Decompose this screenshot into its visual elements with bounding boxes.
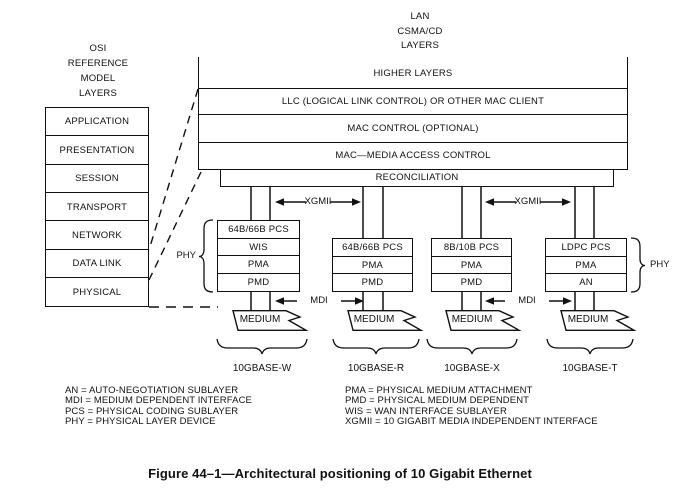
variant-label-10gbase-t: 10GBASE-T (562, 363, 618, 374)
osi-header-line: LAYERS (79, 88, 117, 99)
phy-label-left: PHY (176, 250, 196, 261)
phy-sublayer-cell: AN (545, 273, 627, 292)
phy-sublayer-cell: 64B/66B PCS (217, 220, 300, 239)
phy-stack-10gbase-r: 64B/66B PCS PMA PMD (332, 238, 413, 292)
osi-layer-cell: NETWORK (45, 220, 149, 251)
phy-stack-10gbase-x: 8B/10B PCS PMA PMD (431, 238, 512, 292)
phy-sublayer-cell: 8B/10B PCS (431, 238, 512, 257)
phy-sublayer-cell: WIS (217, 237, 300, 257)
legend-right-column: PMA = PHYSICAL MEDIUM ATTACHMENT PMD = P… (345, 385, 598, 427)
variant-braces (216, 338, 634, 355)
lan-header-line: CSMA/CD (397, 25, 443, 37)
osi-layer-cell: TRANSPORT (45, 192, 149, 222)
osi-layer-cell: SESSION (45, 163, 149, 194)
higher-layers-region: HIGHER LAYERS (198, 57, 628, 89)
phy-sublayer-cell: PMD (431, 273, 512, 292)
legend-entry: MDI = MEDIUM DEPENDENT INTERFACE (65, 395, 252, 407)
phy-sublayer-cell: 64B/66B PCS (332, 238, 413, 257)
medium-shapes (232, 310, 637, 331)
phy-sublayer-cell: PMA (431, 255, 512, 275)
osi-header-line: REFERENCE (67, 58, 129, 69)
mdi-label-left: MDI (310, 295, 328, 306)
legend-entry: XGMII = 10 GIGABIT MEDIA INDEPENDENT INT… (345, 415, 598, 427)
osi-layer-stack: APPLICATION PRESENTATION SESSION TRANSPO… (45, 107, 149, 308)
xgmii-connector-lines (250, 187, 595, 239)
osi-layer-cell: PRESENTATION (45, 135, 149, 166)
mac-box: MAC—MEDIA ACCESS CONTROL (198, 141, 628, 170)
figure-caption: Figure 44–1—Architectural positioning of… (148, 466, 532, 481)
legend-entry: PMD = PHYSICAL MEDIUM DEPENDENT (345, 395, 530, 407)
osi-layer-cell: DATA LINK (45, 248, 149, 279)
medium-label: MEDIUM (451, 314, 493, 325)
phy-stack-10gbase-w: 64B/66B PCS WIS PMA PMD (217, 220, 300, 292)
mdi-label-right: MDI (518, 295, 536, 306)
phy-sublayer-cell: PMA (332, 255, 413, 275)
reconciliation-box: RECONCILIATION (220, 168, 614, 187)
legend-left-column: AN = AUTO-NEGOTIATION SUBLAYER MDI = MED… (65, 385, 252, 427)
phy-sublayer-cell: LDPC PCS (545, 238, 627, 257)
mac-control-box: MAC CONTROL (OPTIONAL) (198, 113, 628, 143)
lan-header-line: LAYERS (401, 40, 439, 51)
variant-label-10gbase-w: 10GBASE-W (232, 363, 292, 374)
phy-stack-10gbase-t: LDPC PCS PMA AN (545, 238, 627, 292)
phy-sublayer-cell: PMA (217, 255, 300, 274)
osi-header-line: OSI (89, 43, 107, 54)
legend-entry: PMA = PHYSICAL MEDIUM ATTACHMENT (345, 385, 533, 396)
legend-entry: AN = AUTO-NEGOTIATION SUBLAYER (65, 385, 239, 396)
phy-sublayer-cell: PMA (545, 255, 627, 275)
arrowheads (275, 198, 572, 305)
phy-sublayer-cell: PMD (217, 272, 300, 292)
lan-csmacd-header: LAN CSMA/CD LAYERS (355, 10, 485, 54)
osi-header: OSI REFERENCE MODEL LAYERS (46, 41, 150, 101)
medium-label: MEDIUM (353, 314, 395, 325)
medium-label: MEDIUM (567, 314, 609, 325)
xgmii-label-right: XGMII (514, 196, 542, 207)
phy-braces (198, 219, 646, 293)
legend-entry: PCS = PHYSICAL CODING SUBLAYER (65, 405, 239, 417)
phy-label-right: PHY (650, 259, 670, 270)
xgmii-label-left: XGMII (304, 196, 332, 207)
osi-header-line: MODEL (80, 73, 116, 84)
lan-header-line: LAN (410, 11, 430, 22)
osi-layer-cell: PHYSICAL (45, 277, 149, 308)
llc-box: LLC (LOGICAL LINK CONTROL) OR OTHER MAC … (198, 88, 628, 115)
variant-label-10gbase-r: 10GBASE-R (347, 363, 405, 374)
phy-sublayer-cell: PMD (332, 273, 413, 292)
osi-layer-cell: APPLICATION (45, 107, 149, 137)
legend-entry: PHY = PHYSICAL LAYER DEVICE (65, 415, 216, 427)
legend-entry: WIS = WAN INTERFACE SUBLAYER (345, 405, 507, 417)
osi-mapping-dashed-lines (148, 88, 218, 308)
medium-label: MEDIUM (239, 314, 281, 325)
variant-label-10gbase-x: 10GBASE-X (444, 363, 500, 374)
